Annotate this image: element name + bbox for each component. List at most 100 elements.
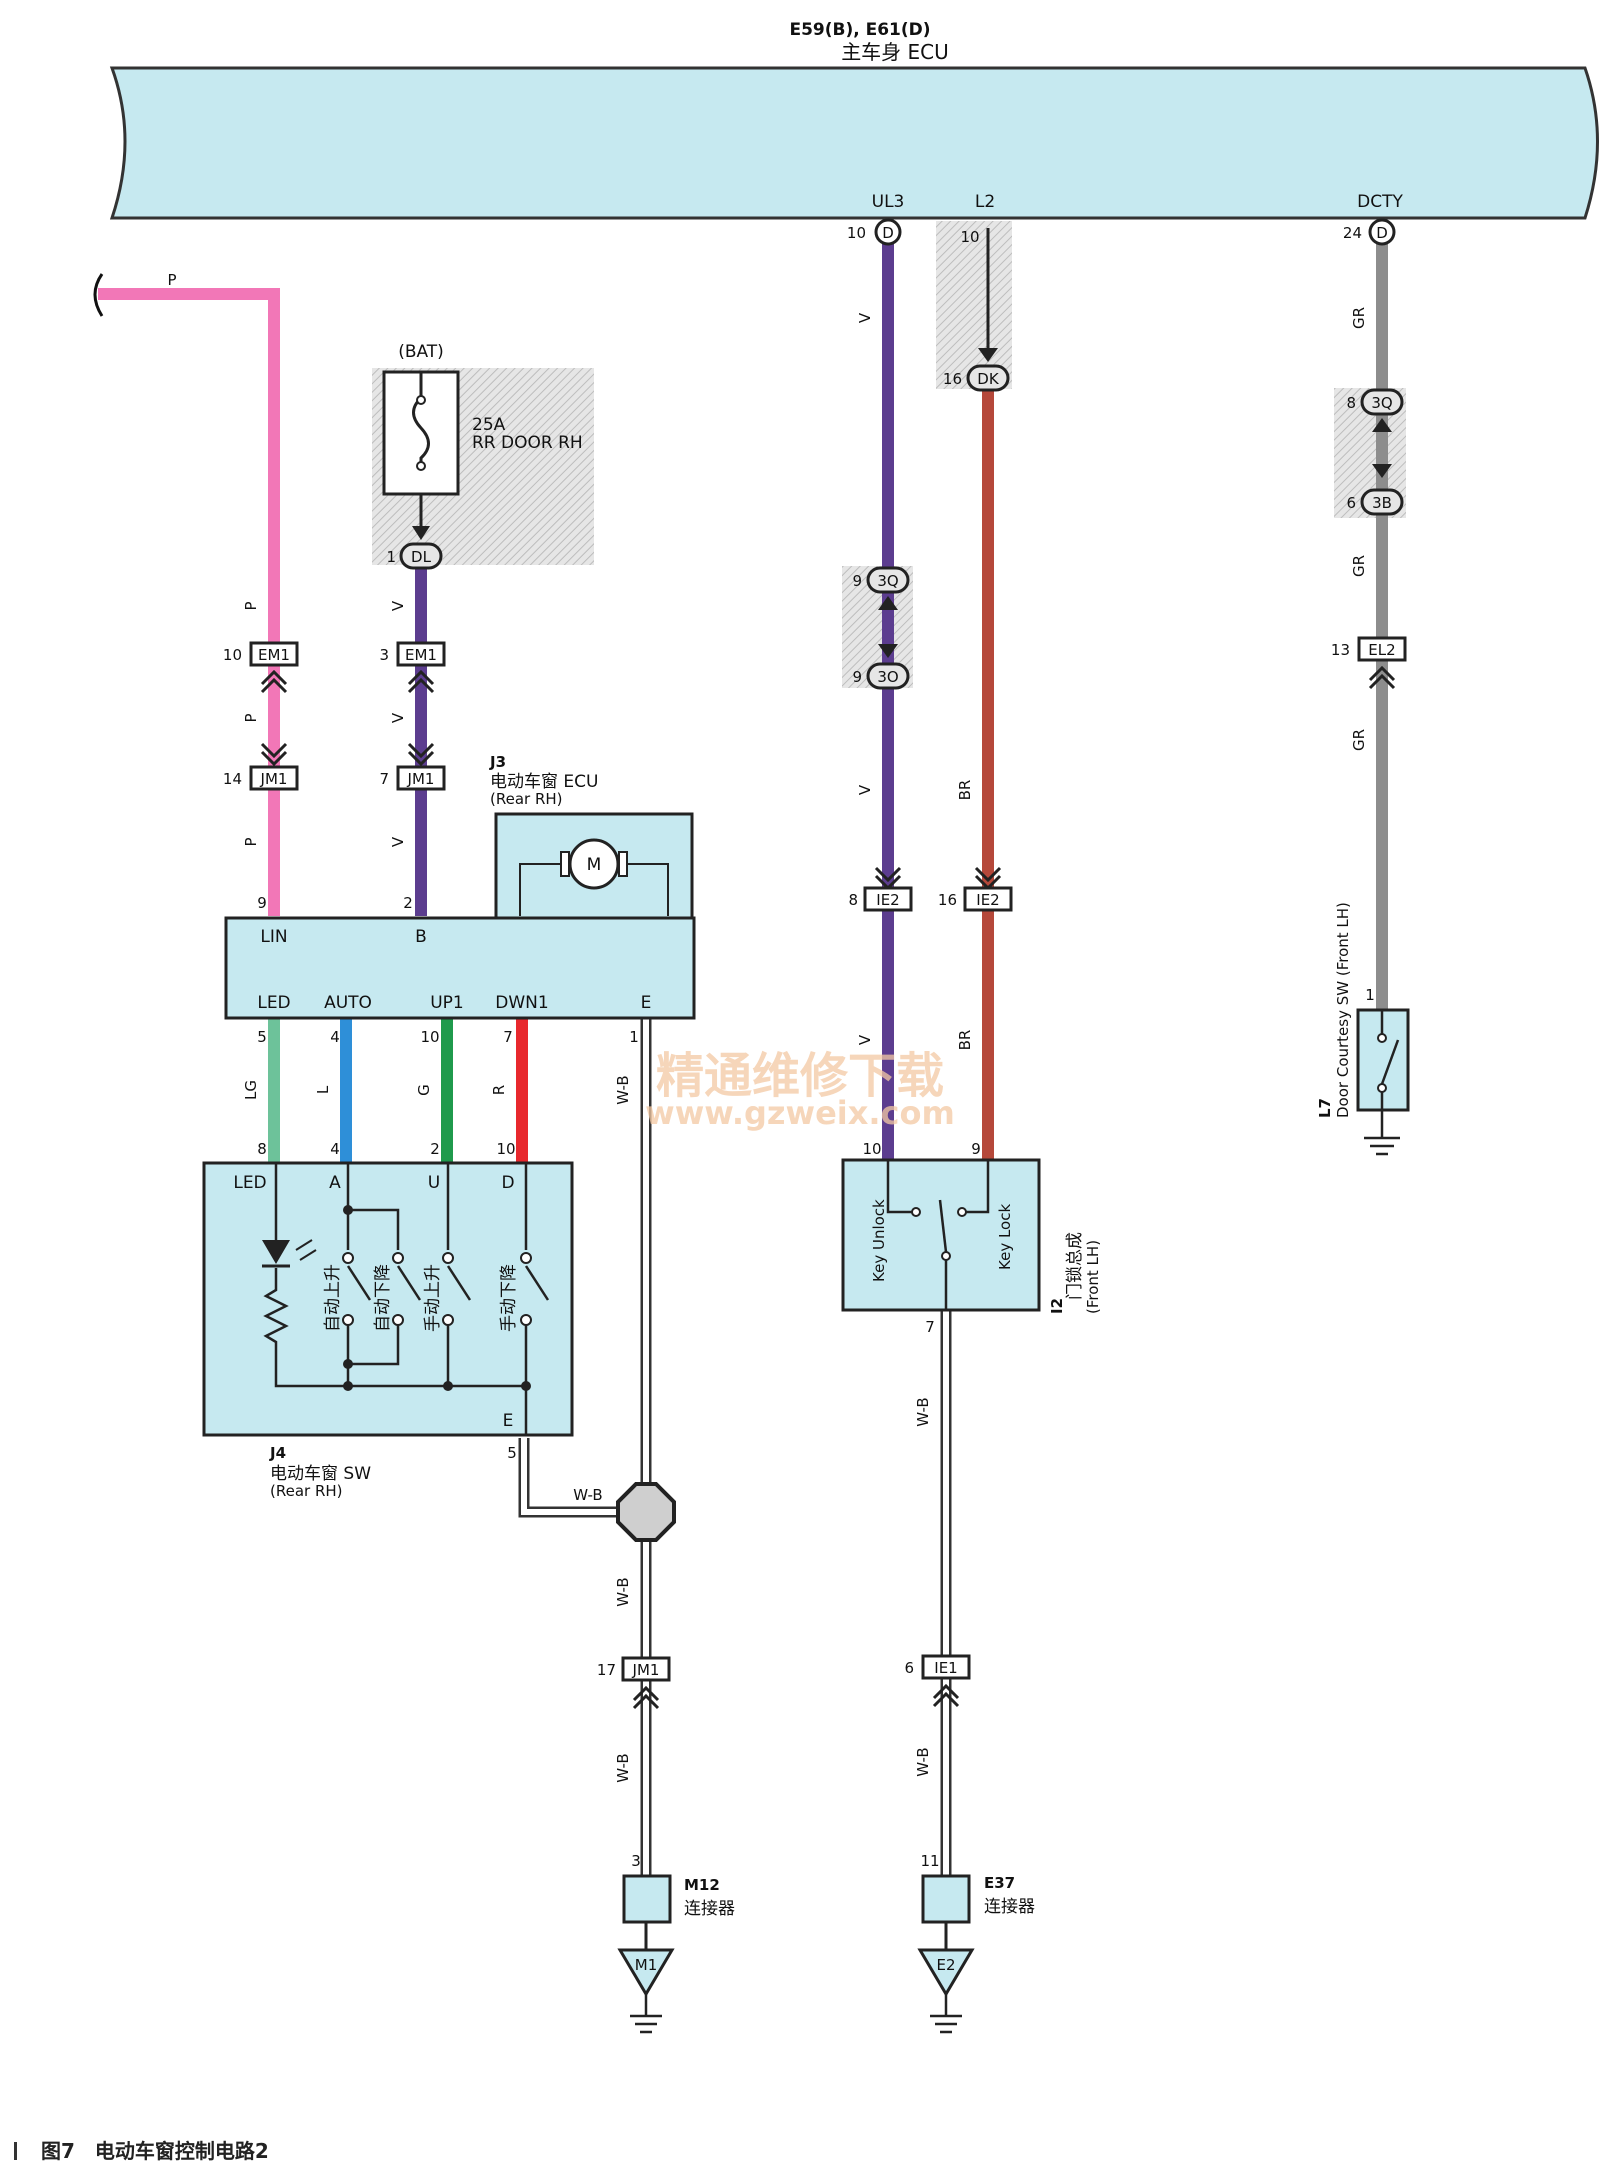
connector-3q-gr: 3Q 8 bbox=[1346, 388, 1404, 478]
key-unlock-label: Key Unlock bbox=[870, 1199, 888, 1282]
connector-em1-v: EM1 3 bbox=[379, 641, 446, 694]
wire-label-v: V bbox=[389, 836, 407, 847]
i2-code: I2 bbox=[1048, 1298, 1066, 1314]
ground-e2-label: E2 bbox=[936, 1956, 955, 1974]
e37-connector: 11 E2 E37 连接器 bbox=[917, 1852, 1035, 2034]
j3-power-window-ecu: J3 电动车窗 ECU (Rear RH) M LIN 9 B 2 LED AU… bbox=[224, 753, 696, 1046]
svg-text:AUTO: AUTO bbox=[324, 993, 372, 1013]
connector-jm1-wb: JM1 17 bbox=[597, 1656, 671, 1710]
j3-sub: (Rear RH) bbox=[490, 790, 563, 808]
splice-point bbox=[616, 1482, 676, 1542]
svg-text:LED: LED bbox=[257, 993, 290, 1013]
junction-dots bbox=[343, 1205, 531, 1391]
motor-label: M bbox=[587, 855, 602, 875]
m12-connector: 3 M1 M12 连接器 bbox=[617, 1852, 735, 2034]
svg-text:JM1: JM1 bbox=[632, 1661, 660, 1679]
svg-text:4: 4 bbox=[330, 1140, 340, 1158]
svg-text:DL: DL bbox=[411, 548, 432, 566]
switch-label-auto-down: 自动下降 bbox=[373, 1264, 393, 1332]
svg-text:9: 9 bbox=[971, 1140, 981, 1158]
wire-label-v: V bbox=[856, 1034, 874, 1045]
svg-text:U: U bbox=[428, 1173, 440, 1193]
wire-labels: P P P P V V V V V V BR BR GR GR GR LG L … bbox=[167, 271, 1368, 1783]
wire-break-symbol bbox=[93, 273, 104, 317]
pin-label-ul3: UL3 bbox=[872, 192, 905, 212]
svg-text:10: 10 bbox=[496, 1140, 515, 1158]
svg-text:8: 8 bbox=[257, 1140, 267, 1158]
main-body-ecu-codes: E59(B), E61(D) bbox=[789, 20, 930, 40]
wire-label-br: BR bbox=[956, 1030, 974, 1051]
figure-number: 图7 bbox=[41, 2139, 75, 2163]
connector-3b-gr: 3B 6 bbox=[1346, 488, 1404, 516]
switch-label-auto-up: 自动上升 bbox=[323, 1264, 343, 1332]
svg-text:4: 4 bbox=[330, 1028, 340, 1046]
i2-name: 门锁总成 bbox=[1065, 1232, 1085, 1300]
svg-text:14: 14 bbox=[223, 770, 242, 788]
svg-text:6: 6 bbox=[1346, 494, 1356, 512]
pin-label-l2: L2 bbox=[975, 192, 995, 212]
e37-body bbox=[921, 1874, 971, 1924]
j4-name: 电动车窗 SW bbox=[270, 1464, 371, 1484]
fuse-rating: 25A bbox=[472, 415, 506, 435]
connector-jm1-v: JM1 7 bbox=[379, 742, 446, 791]
wire-label-gr: GR bbox=[1350, 729, 1368, 751]
wire-label-p: P bbox=[242, 837, 260, 846]
wire-label-l: L bbox=[314, 1085, 332, 1094]
wire-label-v: V bbox=[856, 784, 874, 795]
wire-label-wb: W-B bbox=[614, 1753, 632, 1782]
svg-text:IE1: IE1 bbox=[934, 1659, 957, 1677]
j3-body bbox=[224, 916, 696, 1020]
caption-bar bbox=[14, 2142, 17, 2160]
fuse-source: (BAT) bbox=[398, 342, 444, 362]
wire-label-p: P bbox=[167, 271, 176, 289]
wire-label-wb: W-B bbox=[914, 1397, 932, 1426]
svg-text:9: 9 bbox=[852, 668, 862, 686]
wire-label-wb: W-B bbox=[914, 1747, 932, 1776]
svg-text:11: 11 bbox=[920, 1852, 939, 1870]
svg-text:17: 17 bbox=[597, 1661, 616, 1679]
fuse-name: RR DOOR RH bbox=[472, 433, 583, 453]
svg-text:3Q: 3Q bbox=[1371, 394, 1392, 412]
svg-text:16: 16 bbox=[943, 370, 962, 388]
svg-text:LIN: LIN bbox=[260, 927, 287, 947]
svg-text:DWN1: DWN1 bbox=[495, 993, 548, 1013]
e37-name: 连接器 bbox=[984, 1897, 1035, 1917]
switch-label-manual-down: 手动下降 bbox=[499, 1264, 519, 1332]
ground-terminal-icon bbox=[617, 1948, 675, 1997]
main-body-ecu-name: 主车身 ECU bbox=[841, 40, 949, 64]
switch-contacts bbox=[342, 1252, 532, 1326]
svg-text:10: 10 bbox=[223, 646, 242, 664]
key-lock-label: Key Lock bbox=[996, 1204, 1014, 1270]
connector-ie2-v: IE2 8 bbox=[848, 866, 913, 912]
wire-label-gr: GR bbox=[1350, 555, 1368, 577]
svg-text:10: 10 bbox=[960, 228, 979, 246]
svg-text:7: 7 bbox=[925, 1318, 935, 1336]
wire-label-v: V bbox=[389, 600, 407, 611]
led-icon bbox=[262, 1240, 290, 1264]
pin-label-dcty: DCTY bbox=[1357, 192, 1403, 212]
svg-text:B: B bbox=[415, 927, 427, 947]
svg-text:E: E bbox=[503, 1411, 514, 1431]
i2-door-lock-assembly: 10 9 Key Unlock Key Lock 7 I2 门锁总成 (Fron… bbox=[841, 1140, 1102, 1336]
l7-door-courtesy-switch: 1 L7 Door Courtesy SW (Front LH) bbox=[1316, 902, 1410, 1156]
connector-l2: 10 bbox=[960, 228, 998, 362]
svg-text:A: A bbox=[329, 1173, 341, 1193]
svg-text:13: 13 bbox=[1331, 641, 1350, 659]
ground-icon bbox=[630, 1994, 662, 2034]
wire-label-v: V bbox=[389, 712, 407, 723]
i2-sub: (Front LH) bbox=[1084, 1240, 1102, 1314]
svg-text:5: 5 bbox=[257, 1028, 267, 1046]
svg-text:IE2: IE2 bbox=[876, 891, 899, 909]
l7-name: Door Courtesy SW (Front LH) bbox=[1334, 902, 1352, 1118]
svg-text:IE2: IE2 bbox=[976, 891, 999, 909]
wire-label-gr: GR bbox=[1350, 307, 1368, 329]
svg-text:1: 1 bbox=[386, 548, 396, 566]
wire-label-p: P bbox=[242, 713, 260, 722]
j3-code: J3 bbox=[489, 753, 506, 771]
svg-text:D: D bbox=[501, 1173, 514, 1193]
ground-icon bbox=[1364, 1136, 1400, 1156]
m12-name: 连接器 bbox=[684, 1899, 735, 1919]
svg-text:1: 1 bbox=[1365, 986, 1375, 1004]
